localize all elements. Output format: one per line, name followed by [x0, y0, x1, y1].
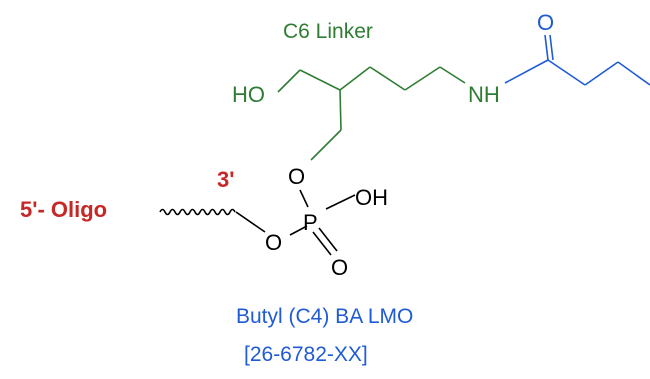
bond-co-2 — [549, 34, 554, 61]
bond-c2-c3 — [339, 66, 371, 91]
oligo-label: 5'- Oligo — [20, 197, 107, 222]
bond-n-carbonyl — [504, 59, 549, 84]
bond-c4-c5 — [404, 66, 441, 91]
oligo-wavy-bond — [159, 208, 236, 216]
bond-c1-c2 — [299, 69, 341, 91]
linker-bonds — [277, 66, 466, 161]
ester-oxygen-upper: O — [288, 164, 305, 189]
bond-butyl-1 — [547, 59, 586, 86]
phosphate-oxygen-label: O — [331, 255, 348, 280]
bond-o-p-upper — [299, 189, 309, 208]
amine-label: NH — [468, 82, 500, 107]
phosphate-oh-label: OH — [355, 185, 388, 210]
bond-p-o-double-2 — [318, 227, 338, 252]
ester-oxygen-lower: O — [265, 230, 282, 255]
bond-o-p-lower — [289, 225, 308, 236]
butyl-bonds — [504, 34, 650, 86]
bond-3prime-o — [235, 211, 266, 233]
phosphate-bonds — [159, 189, 356, 256]
bond-ho-c1 — [277, 69, 301, 93]
hydroxyl-label: HO — [232, 82, 265, 107]
bond-co-1 — [544, 34, 549, 61]
bond-butyl-2 — [584, 61, 619, 86]
bond-butyl-3 — [617, 61, 650, 86]
three-prime-label: 3' — [217, 167, 234, 192]
bond-p-oh — [325, 194, 356, 210]
product-name: Butyl (C4) BA LMO — [236, 305, 413, 328]
bond-c6-o — [310, 129, 342, 161]
phosphorus-label: P — [303, 210, 318, 235]
bond-p-o-double-1 — [312, 231, 332, 256]
bond-c2-c6 — [339, 89, 342, 131]
bond-c3-c4 — [369, 66, 406, 91]
carbonyl-oxygen-label: O — [537, 10, 554, 35]
bond-c5-n — [439, 66, 466, 84]
linker-title: C6 Linker — [283, 20, 373, 43]
catalog-number: [26-6782-XX] — [244, 343, 368, 366]
